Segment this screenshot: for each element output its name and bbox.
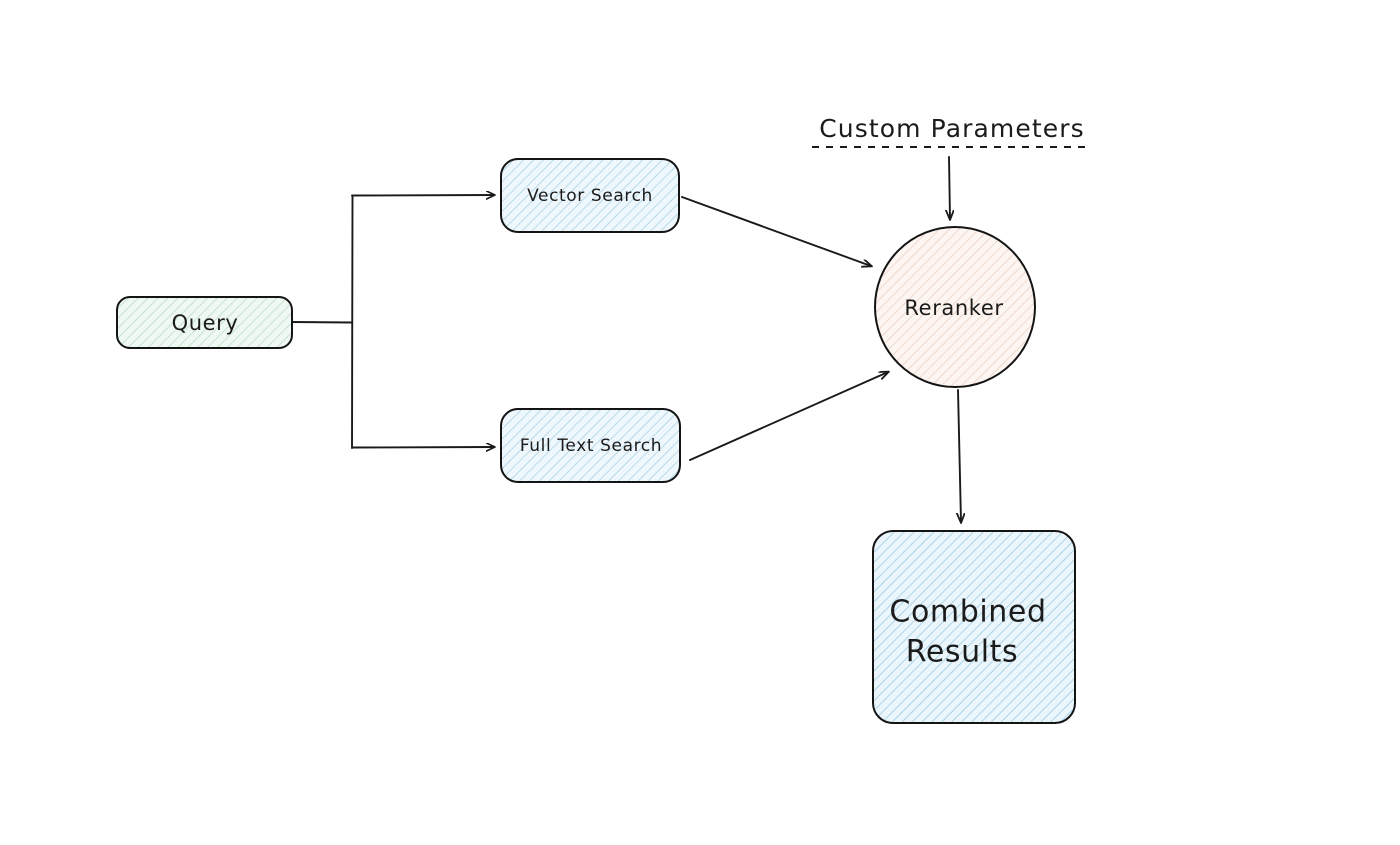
vector-search-label: Vector Search: [527, 186, 653, 206]
edge-query-to-branch: [291, 321, 353, 324]
query-box[interactable]: [116, 296, 293, 349]
combined-results-label-line1: Combined: [889, 595, 1046, 630]
reranker-label: Reranker: [904, 296, 1003, 320]
node-query[interactable]: Query: [116, 296, 293, 349]
combined-results-label-line2: Results: [906, 635, 1019, 670]
query-label: Query: [172, 311, 239, 335]
annotation-custom-parameters: Custom Parameters: [812, 114, 1092, 148]
node-combined-results[interactable]: Combined Results: [872, 530, 1076, 724]
edge-branch-to-full-text-search: [351, 447, 494, 448]
reranker-circle[interactable]: [874, 226, 1036, 388]
edge-custom-parameters-to-reranker: [949, 156, 950, 219]
edge-vector-search-to-reranker: [681, 196, 871, 266]
branch-trunk: [351, 195, 354, 449]
node-vector-search[interactable]: Vector Search: [500, 158, 680, 233]
node-full-text-search[interactable]: Full Text Search: [500, 408, 681, 483]
node-reranker[interactable]: Reranker: [874, 226, 1036, 388]
custom-parameters-label: Custom Parameters: [819, 114, 1085, 143]
full-text-search-label: Full Text Search: [520, 436, 662, 456]
edge-branch-to-vector-search: [351, 195, 494, 196]
vector-search-box[interactable]: [500, 158, 680, 233]
edge-full-text-search-to-reranker: [689, 372, 888, 461]
full-text-search-box[interactable]: [500, 408, 681, 483]
edge-layer: [291, 156, 961, 522]
combined-results-box[interactable]: [872, 530, 1076, 724]
edge-reranker-to-combined-results: [958, 389, 961, 522]
